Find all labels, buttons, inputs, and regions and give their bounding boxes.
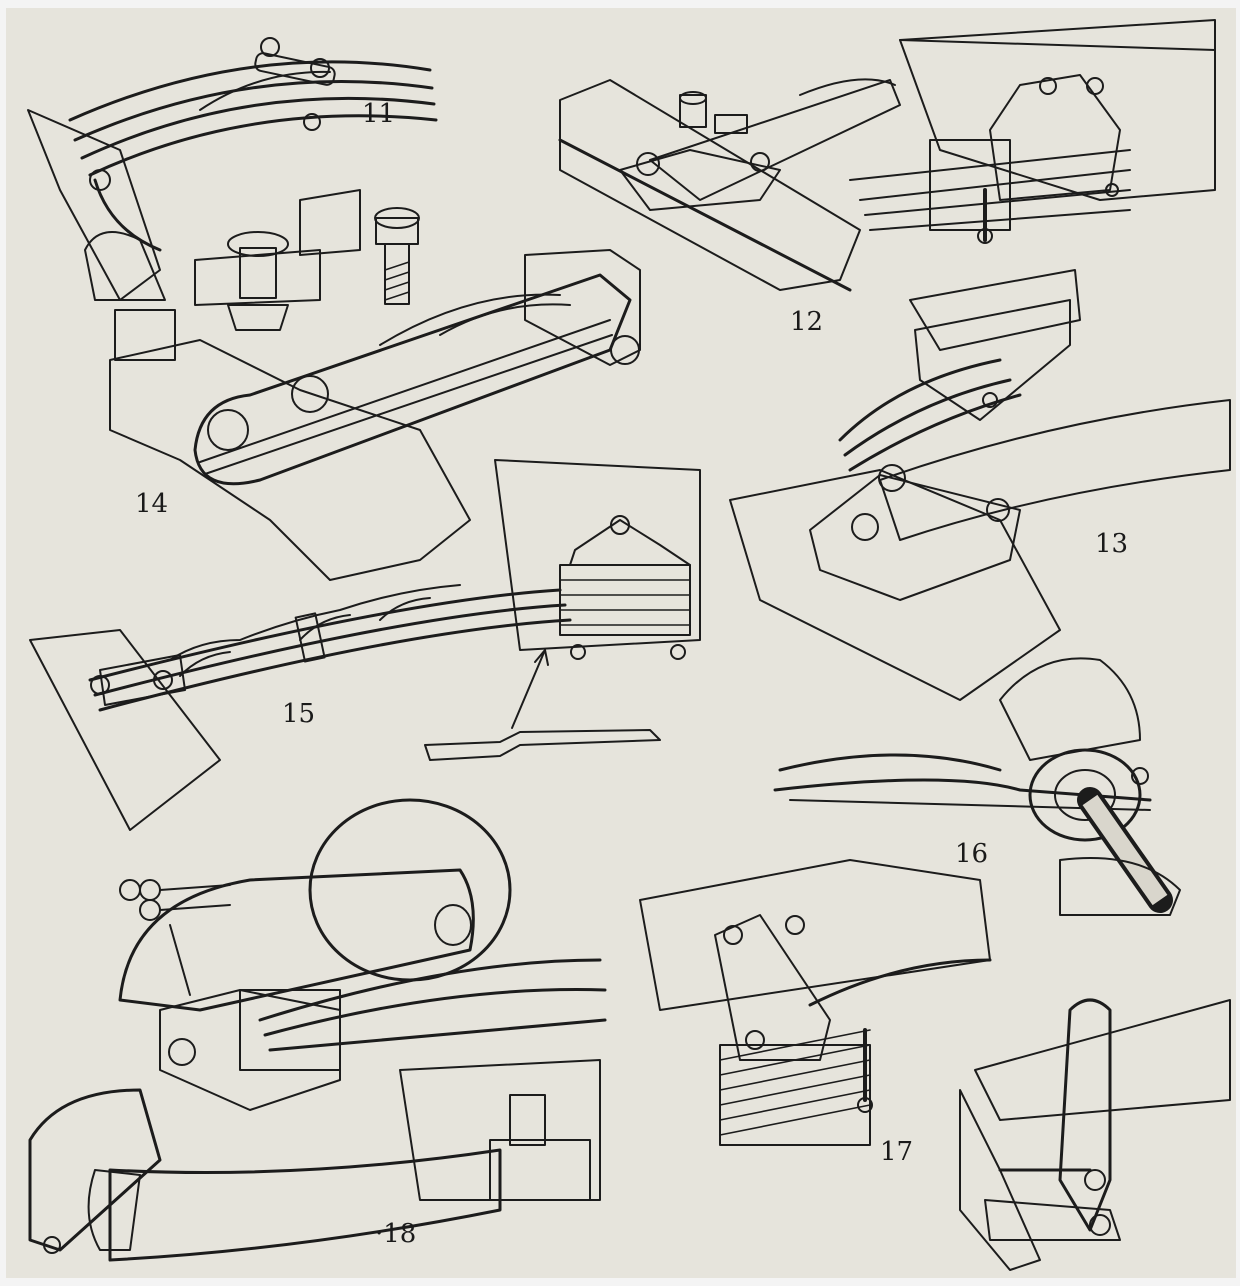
- figure-17-dumb-iron-bracket: [639, 859, 992, 1146]
- figure-13-spring-seat-block: [729, 269, 1231, 701]
- figure-12-spring-end-bracket: [558, 78, 901, 292]
- figure-number-12: 12: [790, 307, 823, 337]
- paper-sheet: [6, 8, 1236, 1278]
- figure-number-14: 14: [135, 489, 168, 519]
- figure-11-spring-shackle: [27, 37, 438, 301]
- figure-number-16: 16: [955, 839, 988, 869]
- figure-18-torque-tube-spring-mount: [28, 798, 607, 1262]
- figure-15-semi-elliptic-spring: [29, 459, 701, 831]
- figure-14-bolted-spring-arm: [109, 189, 641, 581]
- figure-16-axle-spring-clip: [773, 657, 1181, 916]
- axle-u-bolt-clamp: [959, 998, 1231, 1271]
- figure-number-13: 13: [1095, 529, 1128, 559]
- spring-hanger-bracket: [849, 19, 1216, 244]
- figure-number-15: 15: [282, 699, 315, 729]
- figure-number-17: 17: [880, 1137, 913, 1167]
- figure-number-18: ·18: [375, 1219, 416, 1249]
- figure-number-11: 11: [362, 99, 395, 129]
